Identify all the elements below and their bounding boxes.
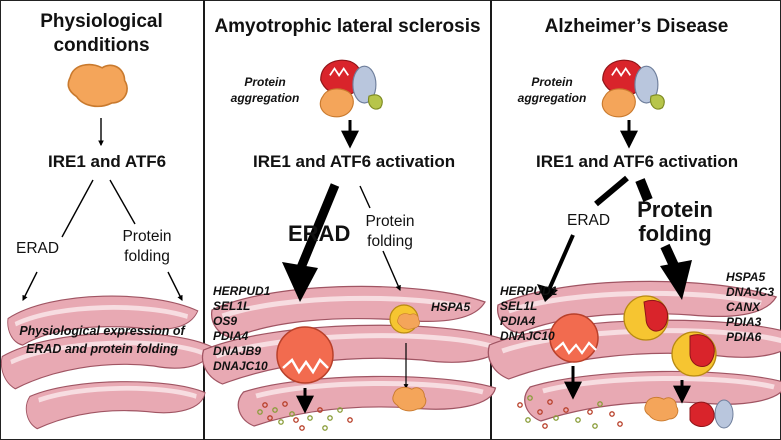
physio-outcome-line1: Physiological expression of [19, 324, 185, 338]
als-folding-gene: HSPA5 [431, 300, 471, 314]
ad-aggregation-line1: Protein [531, 75, 573, 89]
physio-protein-folding-label: Protein folding [112, 227, 182, 267]
physio-protein-line2: folding [124, 248, 170, 265]
als-protein-folding-label: Protein folding [352, 212, 428, 252]
ad-erad-label: ERAD [567, 212, 611, 229]
physio-title-line2: conditions [53, 35, 150, 56]
ad-activation: IRE1 and ATF6 activation [536, 152, 739, 171]
als-erad-label: ERAD [288, 221, 351, 246]
als-erad-gene: SEL1L [213, 299, 251, 313]
als-title: Amyotrophic lateral sclerosis [214, 16, 481, 37]
ad-erad-gene-list: HERPUD1 SEL1L PDIA4 DNAJC10 [500, 284, 557, 344]
ad-folding-gene: PDIA3 [726, 315, 762, 329]
als-erad-gene-list: HERPUD1 SEL1L OS9 PDIA4 DNAJB9 DNAJC10 [213, 284, 270, 374]
panel-divider-2 [490, 0, 492, 440]
ad-folding-gene-list: HSPA5 DNAJC3 CANX PDIA3 PDIA6 [726, 270, 774, 345]
physio-erad-label: ERAD [16, 240, 60, 257]
ad-fragments [517, 395, 623, 429]
als-erad-gene: HERPUD1 [213, 284, 271, 298]
physio-protein-line1: Protein [122, 228, 172, 245]
als-protein-line1: Protein [365, 213, 415, 230]
als-aggregation-line2: aggregation [230, 91, 300, 105]
ad-aggregation-label: Protein aggregation [512, 74, 592, 106]
physio-title: Physiological conditions [0, 10, 203, 58]
ad-protein-line2: folding [638, 221, 712, 246]
ad-protein-folding-label: Protein folding [630, 198, 720, 246]
als-erad-gene: PDIA4 [213, 329, 249, 343]
physio-outcome-text: Physiological expression of ERAD and pro… [4, 322, 200, 358]
physio-er-stack [1, 296, 212, 429]
als-activation: IRE1 and ATF6 activation [253, 152, 456, 171]
als-fragments [257, 401, 353, 431]
panel-divider-1 [203, 0, 205, 440]
ad-title: Alzheimer’s Disease [544, 16, 729, 37]
ad-folding-gene: DNAJC3 [726, 285, 775, 299]
ad-aggregation-line2: aggregation [517, 91, 587, 105]
ad-folding-gene: CANX [726, 300, 761, 314]
ad-erad-gene: HERPUD1 [500, 284, 558, 298]
physio-ire1-atf6: IRE1 and ATF6 [48, 152, 167, 171]
als-erad-gene: OS9 [213, 314, 238, 328]
als-protein-line2: folding [367, 233, 413, 250]
ad-erad-gene: DNAJC10 [500, 329, 555, 343]
ad-erad-gene: PDIA4 [500, 314, 536, 328]
physio-outcome-line2: ERAD and protein folding [25, 342, 179, 356]
als-folding-gene-list: HSPA5 [431, 300, 470, 315]
als-aggregation-label: Protein aggregation [225, 74, 305, 106]
ad-folding-gene: HSPA5 [726, 270, 766, 284]
als-erad-gene: DNAJC10 [213, 359, 268, 373]
ad-folding-gene: PDIA6 [726, 330, 762, 344]
ad-erad-gene: SEL1L [500, 299, 538, 313]
als-erad-gene: DNAJB9 [213, 344, 262, 358]
physio-title-line1: Physiological [40, 11, 163, 32]
als-aggregation-line1: Protein [244, 75, 286, 89]
ad-protein-line1: Protein [637, 197, 713, 222]
